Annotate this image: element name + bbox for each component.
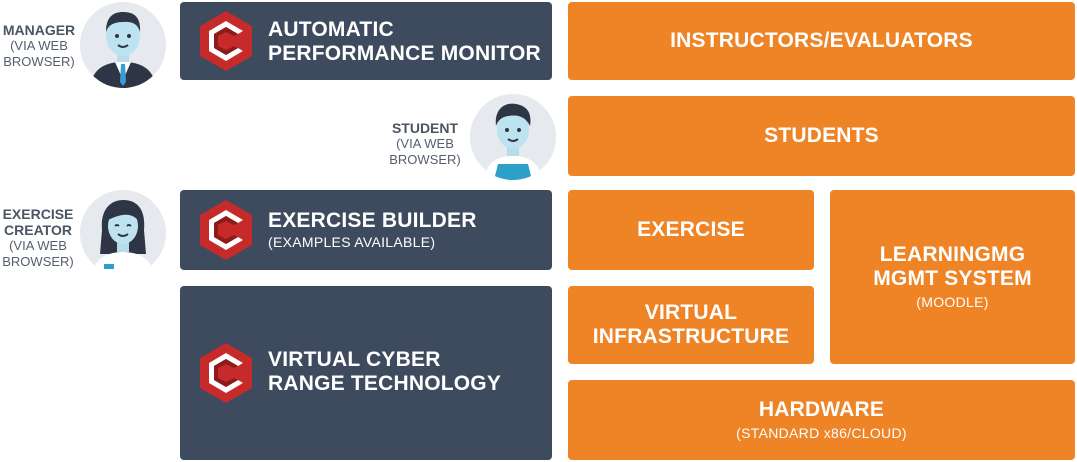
hardware-sub: (STANDARD x86/CLOUD) [736, 425, 907, 441]
manager-avatar-icon [80, 2, 166, 88]
creator-line1: (VIA WEB [9, 238, 67, 253]
lms-line2: MGMT SYSTEM [873, 267, 1032, 290]
cyber-logo-icon [200, 11, 252, 71]
lms-sub: (MOODLE) [916, 294, 989, 310]
hardware-title: HARDWARE [758, 398, 885, 421]
range-line2: RANGE TECHNOLOGY [268, 372, 502, 395]
manager-line1: (VIA WEB [10, 38, 68, 53]
monitor-line2: PERFORMANCE MONITOR [268, 42, 541, 65]
exercise-builder-box: EXERCISE BUILDER (EXAMPLES AVAILABLE) [180, 190, 552, 270]
builder-sub: (EXAMPLES AVAILABLE) [268, 234, 436, 250]
cyber-logo-icon [200, 343, 252, 403]
instructors-title: INSTRUCTORS/EVALUATORS [670, 29, 973, 52]
creator-role-label: EXERCISE CREATOR (VIA WEB BROWSER) [0, 206, 76, 270]
student-title: STUDENT [391, 120, 459, 136]
lms-box: LEARNINGMG MGMT SYSTEM (MOODLE) [830, 190, 1075, 364]
cyber-range-box: VIRTUAL CYBER RANGE TECHNOLOGY [180, 286, 552, 460]
infra-line1: VIRTUAL [644, 301, 738, 324]
monitor-line1: AUTOMATIC [268, 18, 394, 41]
creator-title1: EXERCISE [2, 206, 74, 222]
exercise-box: EXERCISE [568, 190, 814, 270]
infra-line2: INFRASTRUCTURE [592, 325, 790, 348]
creator-line2: BROWSER) [2, 254, 74, 269]
instructors-box: INSTRUCTORS/EVALUATORS [568, 2, 1075, 80]
lms-line1: LEARNINGMG [879, 243, 1026, 266]
creator-title2: CREATOR [4, 222, 72, 238]
student-line1: (VIA WEB [396, 136, 454, 151]
manager-title: MANAGER [2, 22, 76, 38]
infrastructure-box: VIRTUAL INFRASTRUCTURE [568, 286, 814, 364]
cyber-logo-icon [200, 200, 252, 260]
range-line1: VIRTUAL CYBER [268, 348, 441, 371]
hardware-box: HARDWARE (STANDARD x86/CLOUD) [568, 380, 1075, 460]
exercise-title: EXERCISE [637, 218, 745, 241]
student-role-label: STUDENT (VIA WEB BROWSER) [388, 120, 462, 168]
performance-monitor-box: AUTOMATIC PERFORMANCE MONITOR [180, 2, 552, 80]
student-line2: BROWSER) [389, 152, 461, 167]
builder-line1: EXERCISE BUILDER [268, 209, 477, 232]
manager-line2: BROWSER) [3, 54, 75, 69]
students-title: STUDENTS [764, 124, 879, 147]
manager-role-label: MANAGER (VIA WEB BROWSER) [2, 22, 76, 70]
students-box: STUDENTS [568, 96, 1075, 176]
creator-avatar-icon [80, 190, 166, 276]
student-avatar-icon [470, 94, 556, 180]
